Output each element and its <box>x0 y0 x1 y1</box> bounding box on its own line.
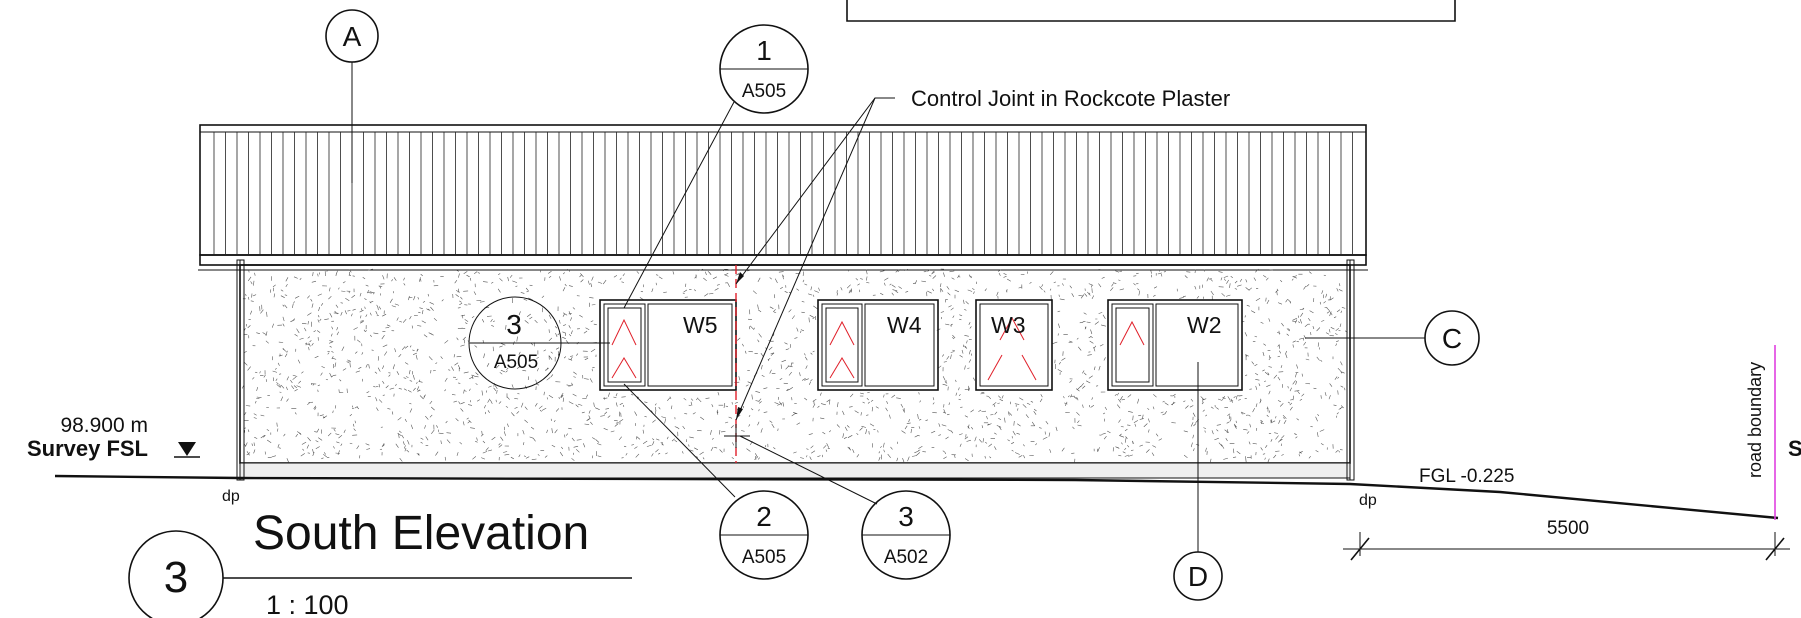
window-label-w3: W3 <box>991 312 1026 338</box>
titleblock-frame <box>846 0 1456 22</box>
level-name: Survey FSL <box>27 436 148 461</box>
level-marker: 98.900 m Survey FSL <box>27 414 200 461</box>
window-w4: W4 <box>817 299 939 391</box>
grid-bubble-c: C <box>1305 310 1480 366</box>
grid-a-label: A <box>343 21 362 52</box>
view-scale: 1 : 100 <box>266 590 349 618</box>
window-w3: W3 <box>975 299 1053 391</box>
level-value: 98.900 m <box>60 414 148 437</box>
window-w2: W2 <box>1107 299 1243 391</box>
roof <box>198 124 1368 271</box>
wall-outline <box>239 264 1351 464</box>
opening-indicator <box>1119 320 1145 346</box>
opening-indicator <box>829 320 855 379</box>
ground-band <box>239 462 1351 479</box>
window-w5: W5 <box>599 299 737 391</box>
detail-sheet: A502 <box>884 547 928 568</box>
detail-number: 2 <box>756 501 772 532</box>
window-label-w4: W4 <box>887 312 922 338</box>
window-label-w2: W2 <box>1187 312 1222 338</box>
wall <box>239 264 1351 479</box>
detail-callout-2-a505: 2 A505 <box>623 383 809 580</box>
plaster-texture <box>241 268 1348 464</box>
downpipe-label-left: dp <box>222 488 240 505</box>
detail-sheet: A505 <box>742 81 786 102</box>
downpipe-left <box>236 259 245 481</box>
downpipe-label-right: dp <box>1359 492 1377 509</box>
level-triangle <box>178 442 196 456</box>
downpipe-right <box>1346 259 1355 481</box>
dimension-5500: 5500 <box>1343 518 1790 561</box>
detail-callout-3-a502: 3 A502 <box>724 424 951 580</box>
opening-indicator <box>987 316 1037 381</box>
window-label-w5: W5 <box>683 312 718 338</box>
grid-d-label: D <box>1188 561 1208 592</box>
roof-ribs <box>213 132 1353 255</box>
dimension-value: 5500 <box>1547 518 1589 539</box>
detail-sheet: A505 <box>742 547 786 568</box>
detail-number: 1 <box>756 35 772 66</box>
road-boundary-label: road boundary <box>1745 362 1765 478</box>
grid-bubble-d: D <box>1173 362 1223 601</box>
control-joint-leaders <box>735 97 895 421</box>
fgl-label: FGL -0.225 <box>1419 466 1514 487</box>
detail-callout-3-a505: 3 A505 <box>468 296 610 390</box>
roof-fascia <box>199 254 1367 266</box>
detail-number: 3 <box>506 309 522 340</box>
control-joint-note: Control Joint in Rockcote Plaster <box>911 86 1230 111</box>
view-title: South Elevation <box>253 507 589 560</box>
grid-bubble-a: A <box>325 9 379 183</box>
ground-line <box>54 474 1779 520</box>
detail-callout-1-a505: 1 A505 <box>623 24 809 309</box>
detail-sheet: A505 <box>494 352 538 373</box>
opening-indicator <box>611 318 637 379</box>
view-title-block: 3 South Elevation 1 : 100 <box>128 507 632 618</box>
cut-off-text: S <box>1788 436 1801 461</box>
detail-number: 3 <box>898 501 914 532</box>
view-number: 3 <box>164 553 188 602</box>
grid-c-label: C <box>1442 323 1462 354</box>
